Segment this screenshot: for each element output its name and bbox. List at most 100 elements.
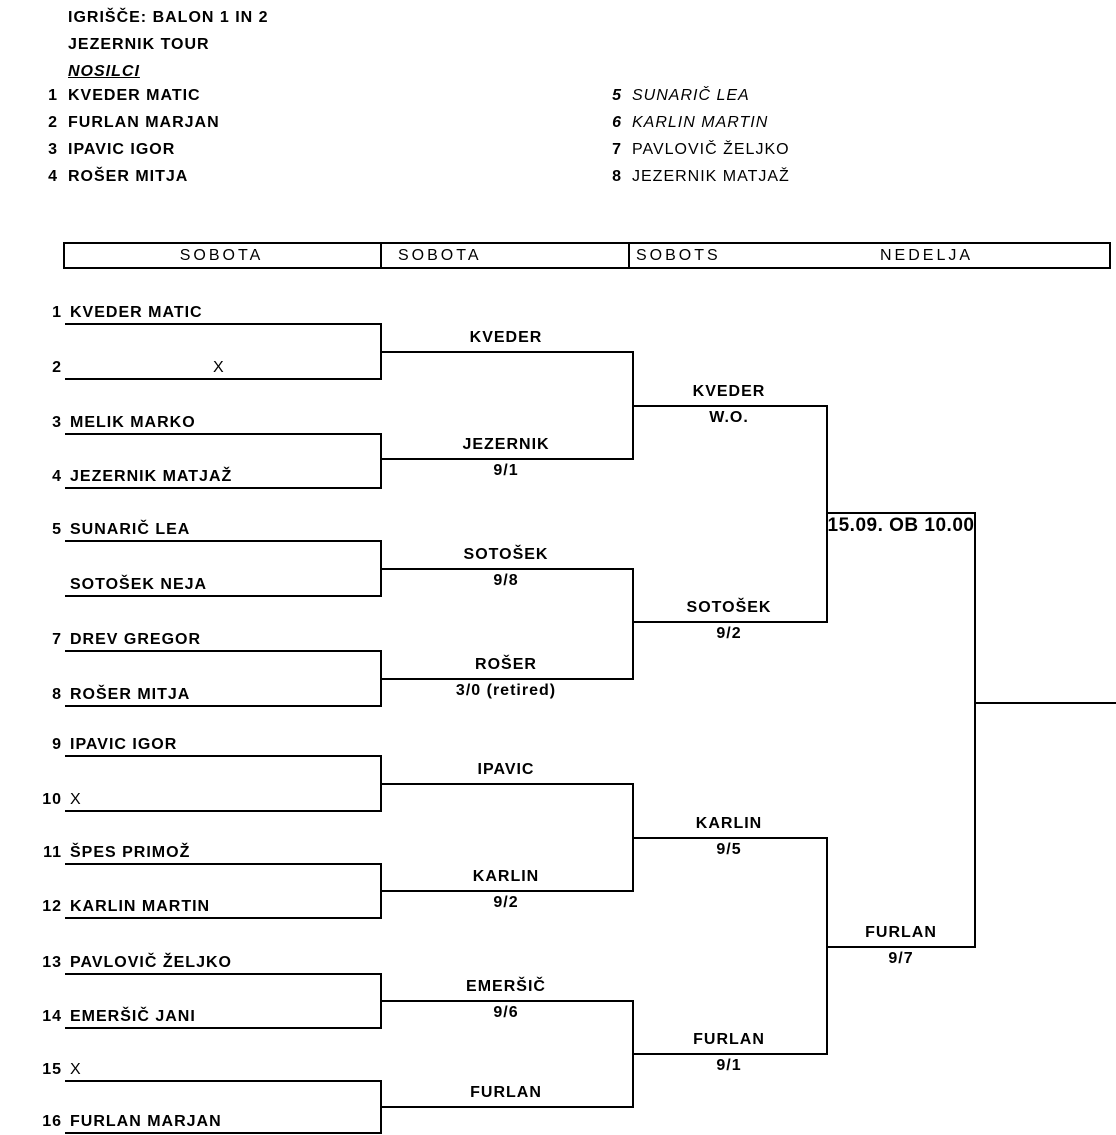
bracket-line xyxy=(65,755,380,757)
bracket-line xyxy=(632,621,828,623)
bracket-line xyxy=(826,946,976,948)
bracket-line xyxy=(632,405,828,407)
seed-number: 3 xyxy=(48,141,58,158)
player-name: DREV GREGOR xyxy=(70,631,202,648)
seed-number: 7 xyxy=(612,141,622,158)
seed-number: 8 xyxy=(612,168,622,185)
seed-name: KARLIN MARTIN xyxy=(632,114,769,131)
bracket-line xyxy=(380,783,634,785)
bracket-line xyxy=(65,973,380,975)
seed-name: FURLAN MARJAN xyxy=(68,114,220,131)
seed-name: KVEDER MATIC xyxy=(68,87,201,104)
winner-name: KVEDER xyxy=(692,383,766,400)
bracket-line xyxy=(65,487,380,489)
player-seed-number: 12 xyxy=(42,898,62,915)
winner-name: ROŠER xyxy=(475,656,537,673)
player-name: SUNARIČ LEA xyxy=(70,521,191,538)
seed-name: SUNARIČ LEA xyxy=(632,87,750,104)
player-name: JEZERNIK MATJAŽ xyxy=(70,468,233,485)
player-name: X xyxy=(70,1061,82,1078)
player-name: KARLIN MARTIN xyxy=(70,898,211,915)
player-seed-number: 13 xyxy=(42,954,62,971)
winner-name: EMERŠIČ xyxy=(466,978,546,995)
round-day-header: SOBOTS xyxy=(636,247,721,264)
player-name: EMERŠIČ JANI xyxy=(70,1008,196,1025)
winner-name: FURLAN xyxy=(865,924,937,941)
bracket-line xyxy=(65,650,380,652)
bracket-line xyxy=(380,1000,634,1002)
winner-name: IPAVIC xyxy=(477,761,535,778)
schedule-header-divider xyxy=(628,242,630,269)
match-score: 9/2 xyxy=(493,894,519,911)
bracket-line xyxy=(65,917,380,919)
player-name: FURLAN MARJAN xyxy=(70,1113,222,1130)
match-score: 9/1 xyxy=(493,462,519,479)
round-day-header: NEDELJA xyxy=(880,247,974,264)
bracket-line xyxy=(380,890,634,892)
bracket-line xyxy=(65,810,380,812)
player-name: SOTOŠEK NEJA xyxy=(70,576,208,593)
player-seed-number: 11 xyxy=(43,844,62,861)
match-score: 9/7 xyxy=(888,950,914,967)
match-score: W.O. xyxy=(709,409,749,426)
player-name: ROŠER MITJA xyxy=(70,686,191,703)
winner-name: KVEDER xyxy=(469,329,543,346)
bracket-line xyxy=(380,458,634,460)
round-day-header: SOBOTA xyxy=(398,247,482,264)
bracket-line xyxy=(65,1027,380,1029)
match-score: 9/8 xyxy=(493,572,519,589)
winner-name: FURLAN xyxy=(470,1084,542,1101)
bracket-line xyxy=(65,1080,380,1082)
bracket-line xyxy=(65,433,380,435)
match-score: 3/0 (retired) xyxy=(455,682,557,699)
winner-name: FURLAN xyxy=(693,1031,765,1048)
player-name: ŠPES PRIMOŽ xyxy=(70,844,191,861)
seed-number: 6 xyxy=(612,114,622,131)
player-name: X xyxy=(213,359,225,376)
bracket-line xyxy=(65,323,380,325)
player-seed-number: 3 xyxy=(52,414,62,431)
bracket-line xyxy=(65,378,380,380)
winner-name: SOTOŠEK xyxy=(463,546,549,563)
seed-name: ROŠER MITJA xyxy=(68,168,189,185)
bracket-line xyxy=(632,837,828,839)
player-seed-number: 4 xyxy=(52,468,62,485)
bracket-line xyxy=(380,351,634,353)
bracket-connector xyxy=(974,512,976,948)
bracket-line xyxy=(65,1132,380,1134)
player-seed-number: 14 xyxy=(42,1008,62,1025)
bracket-connector xyxy=(632,568,634,680)
player-seed-number: 16 xyxy=(42,1113,62,1130)
bracket-line xyxy=(65,705,380,707)
bracket-line xyxy=(65,863,380,865)
seed-number: 1 xyxy=(48,87,58,104)
seed-name: IPAVIC IGOR xyxy=(68,141,176,158)
player-seed-number: 10 xyxy=(42,791,62,808)
bracket-line xyxy=(380,1106,634,1108)
bracket-line xyxy=(380,568,634,570)
match-score: 9/6 xyxy=(493,1004,519,1021)
winner-name: JEZERNIK xyxy=(462,436,550,453)
bracket-line xyxy=(632,1053,828,1055)
winner-name: SOTOŠEK xyxy=(686,599,772,616)
final-schedule-note: 15.09. OB 10.00 xyxy=(827,515,975,536)
player-seed-number: 9 xyxy=(52,736,62,753)
winner-name: KARLIN xyxy=(472,868,540,885)
match-score: 9/2 xyxy=(716,625,742,642)
seed-name: PAVLOVIČ ŽELJKO xyxy=(632,141,790,158)
match-score: 9/5 xyxy=(716,841,742,858)
player-name: X xyxy=(70,791,82,808)
seeds-heading: NOSILCI xyxy=(68,63,140,80)
seed-number: 5 xyxy=(612,87,622,104)
player-name: MELIK MARKO xyxy=(70,414,196,431)
player-seed-number: 7 xyxy=(52,631,62,648)
tour-title: JEZERNIK TOUR xyxy=(68,36,210,53)
schedule-header-divider xyxy=(380,242,382,269)
schedule-header-table xyxy=(63,242,1111,269)
player-name: KVEDER MATIC xyxy=(70,304,203,321)
venue-title: IGRIŠČE: BALON 1 IN 2 xyxy=(68,9,269,26)
player-seed-number: 1 xyxy=(52,304,62,321)
seed-number: 4 xyxy=(48,168,58,185)
player-seed-number: 15 xyxy=(42,1061,62,1078)
